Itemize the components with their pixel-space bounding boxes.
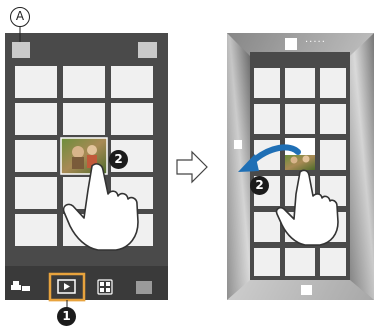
thumbnail-tile[interactable] (320, 140, 346, 170)
thumbnail-tile[interactable] (285, 248, 315, 276)
thumbnail-tile[interactable] (15, 66, 57, 98)
thumbnail-tile[interactable] (254, 248, 280, 276)
right-bottom-indicator (301, 285, 312, 295)
thumbnail-tile[interactable] (111, 103, 153, 135)
thumbnail-tile[interactable] (320, 104, 346, 134)
callout-1-label: 1 (57, 307, 76, 326)
thumbnail-tile[interactable] (63, 66, 105, 98)
thumbnail-tile[interactable] (254, 104, 280, 134)
callout-2-left: 2 (109, 150, 128, 169)
thumbnail-tile[interactable] (254, 212, 280, 242)
thumbnail-tile[interactable] (111, 66, 153, 98)
extra-tab-button[interactable] (136, 281, 152, 294)
left-edge-marker (234, 140, 242, 149)
outline-arrow-right-icon (177, 152, 207, 182)
thumbnail-tile[interactable] (285, 104, 315, 134)
left-screen (5, 33, 168, 300)
thumbnail-tile[interactable] (254, 68, 280, 98)
thumbnail-tile[interactable] (15, 140, 57, 172)
page-indicator-dots: ..... (305, 34, 326, 45)
left-top-right-button[interactable] (138, 42, 157, 58)
callout-2-right: 2 (250, 176, 269, 195)
thumbnail-tile[interactable] (285, 68, 315, 98)
thumbnail-tile[interactable] (15, 177, 57, 209)
callout-a-label: A (10, 7, 30, 27)
thumbnail-tile[interactable] (320, 68, 346, 98)
right-top-indicator (285, 38, 297, 50)
left-top-left-button[interactable] (12, 42, 30, 58)
thumbnail-tile[interactable] (15, 103, 57, 135)
thumbnail-tile[interactable] (15, 214, 57, 246)
thumbnail-tile[interactable] (320, 248, 346, 276)
thumbnail-tile[interactable] (63, 103, 105, 135)
